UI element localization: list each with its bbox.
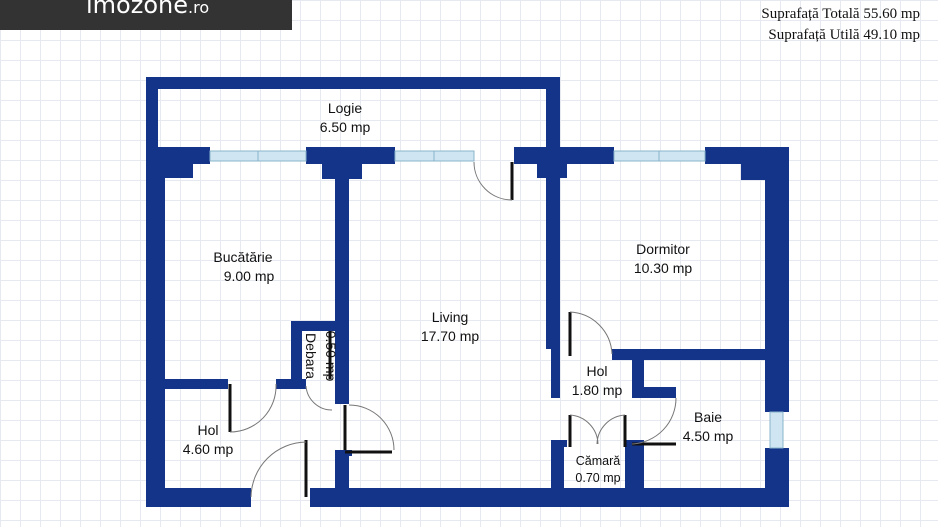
room-area-logie: 6.50 mp (320, 119, 371, 135)
wall-bottom-right (310, 488, 789, 507)
wall-front-left-block (146, 147, 210, 164)
room-area-dormitor: 10.30 mp (634, 260, 693, 276)
logo-tld: .ro (188, 0, 210, 17)
wall-front-mid-block (306, 147, 395, 164)
room-labels: Logie 6.50 mp Bucătărie 9.00 mp Living 1… (183, 100, 734, 485)
room-name-hol-entry: Hol (197, 422, 218, 438)
wall-hall-bath (632, 349, 644, 398)
room-name-baie: Baie (694, 409, 722, 425)
logo-name: imozone (86, 0, 188, 19)
wall-bottom-left (146, 488, 251, 507)
logo: imozone.ro (86, 0, 209, 19)
window-bathroom (769, 411, 784, 449)
room-name-hol-mid: Hol (586, 363, 607, 379)
wall-debara-bottom (276, 379, 306, 389)
wall-living-bedroom (546, 147, 560, 349)
wall-debara-top (291, 321, 339, 331)
door-living-hall (343, 404, 395, 454)
room-area-bucatarie: 9.00 mp (224, 268, 275, 284)
wall-left (146, 147, 165, 507)
room-area-camara: 0.70 mp (575, 471, 620, 485)
room-name-debara: Debara (303, 333, 319, 379)
wall-front-left-notch (165, 164, 193, 178)
wall-hall-bath-base (632, 387, 676, 398)
walls (146, 77, 789, 507)
room-name-dormitor: Dormitor (636, 241, 690, 257)
door-debara (305, 331, 333, 411)
room-name-camara: Cămară (576, 454, 621, 468)
door-bedroom (568, 311, 613, 356)
wall-camara-top-left (551, 440, 567, 447)
doors (228, 161, 677, 498)
area-totals: Suprafață Totală 55.60 mp Suprafață Util… (761, 4, 920, 46)
wall-kitchen-living (335, 164, 349, 404)
room-area-hol-entry: 4.60 mp (183, 441, 234, 457)
room-area-debara: 0.50 mp (323, 331, 339, 382)
door-camara-right (596, 414, 627, 447)
door-bathroom (631, 397, 677, 446)
wall-hall-living (335, 450, 349, 490)
room-name-logie: Logie (328, 100, 362, 116)
door-loggia (473, 161, 514, 201)
room-name-bucatarie: Bucătărie (213, 249, 272, 265)
wall-bedroom-bath (612, 349, 777, 360)
room-area-living: 17.70 mp (421, 328, 480, 344)
useful-area: Suprafață Utilă 49.10 mp (768, 27, 920, 43)
wall-front-right-block (514, 147, 614, 164)
wall-debara-left (291, 321, 302, 389)
room-name-living: Living (432, 309, 469, 325)
wall-front-far-right-notch (741, 164, 765, 180)
wall-living-hall (551, 349, 560, 398)
wall-camara-right (625, 440, 644, 492)
windows (209, 150, 784, 449)
room-area-baie: 4.50 mp (683, 428, 734, 444)
wall-camara-left (551, 440, 564, 492)
door-entrance (250, 440, 308, 498)
room-area-hol-mid: 1.80 mp (572, 382, 623, 398)
wall-kitchen-hall (146, 379, 228, 389)
wall-loggia-right (546, 77, 560, 162)
door-kitchen (228, 383, 277, 433)
door-camara-left (568, 414, 599, 447)
logo-bar: imozone.ro (0, 0, 292, 30)
total-area: Suprafață Totală 55.60 mp (761, 6, 920, 22)
wall-right-upper (765, 147, 789, 412)
wall-loggia-top (146, 77, 560, 89)
wall-loggia-left (146, 77, 158, 159)
